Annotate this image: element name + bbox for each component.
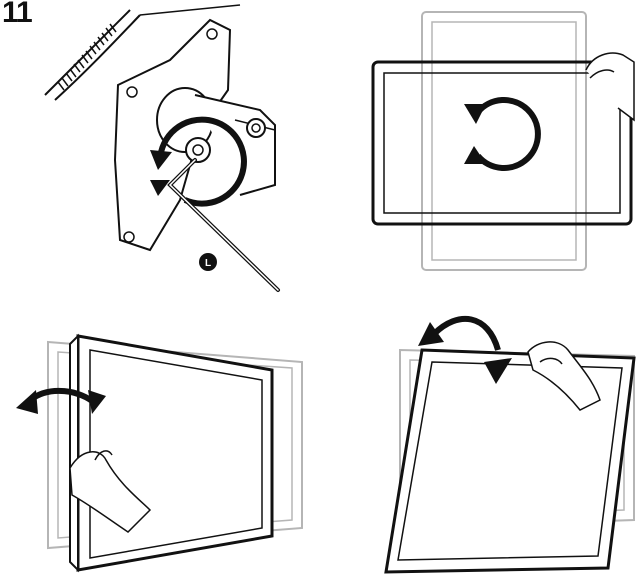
tilt-illustration	[318, 300, 636, 575]
swivel-illustration	[0, 300, 318, 575]
panel-rotate-display	[318, 0, 636, 300]
panel-tilt-display	[318, 300, 636, 575]
rotate-illustration	[318, 0, 636, 300]
bracket-illustration: L	[0, 0, 318, 300]
panel-swivel-display	[0, 300, 318, 575]
rotate-arrows-icon	[464, 100, 538, 168]
svg-text:L: L	[205, 258, 211, 269]
swivel-double-arrow-icon	[16, 390, 106, 414]
callout-l-badge: L	[199, 253, 217, 271]
panel-bracket-adjust: L	[0, 0, 318, 300]
